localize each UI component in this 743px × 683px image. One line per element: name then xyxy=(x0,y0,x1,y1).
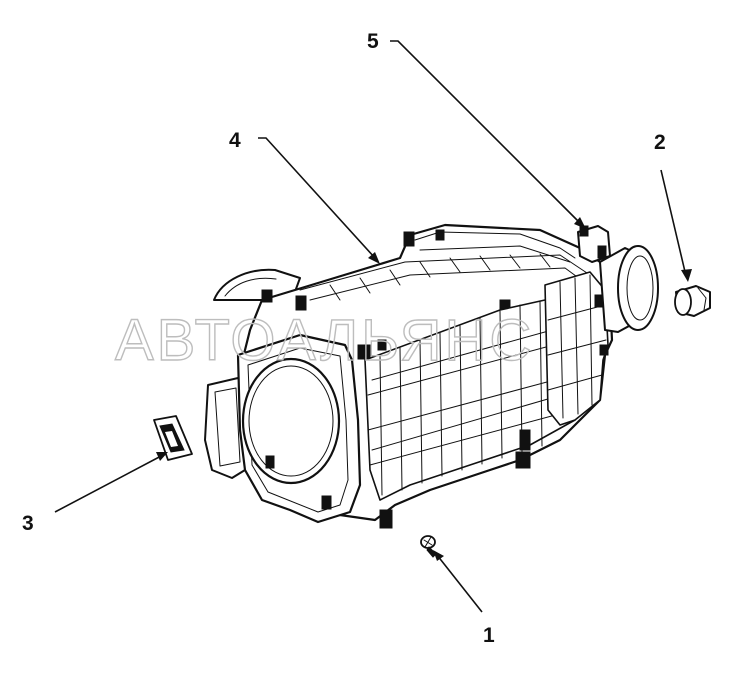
arrow-5 xyxy=(574,217,586,229)
arrow-4 xyxy=(368,252,380,264)
part-1-screw xyxy=(420,535,437,558)
part-3-label xyxy=(153,415,193,461)
callout-4: 4 xyxy=(229,129,241,152)
outlet-duct xyxy=(599,245,659,333)
leader-lines xyxy=(54,40,687,613)
sensor-connector xyxy=(577,225,611,263)
leader-arrowheads xyxy=(156,217,692,561)
arrow-1 xyxy=(433,550,444,561)
callout-3: 3 xyxy=(22,512,34,535)
callout-1: 1 xyxy=(483,624,495,647)
arrow-2 xyxy=(681,269,692,282)
watermark: АВТОАЛЬЯНС xyxy=(115,308,534,373)
part-2-plug xyxy=(674,285,711,317)
callout-2: 2 xyxy=(654,131,666,154)
callout-5: 5 xyxy=(367,30,379,53)
air-filter-housing xyxy=(204,223,614,529)
arrow-3 xyxy=(156,452,168,461)
